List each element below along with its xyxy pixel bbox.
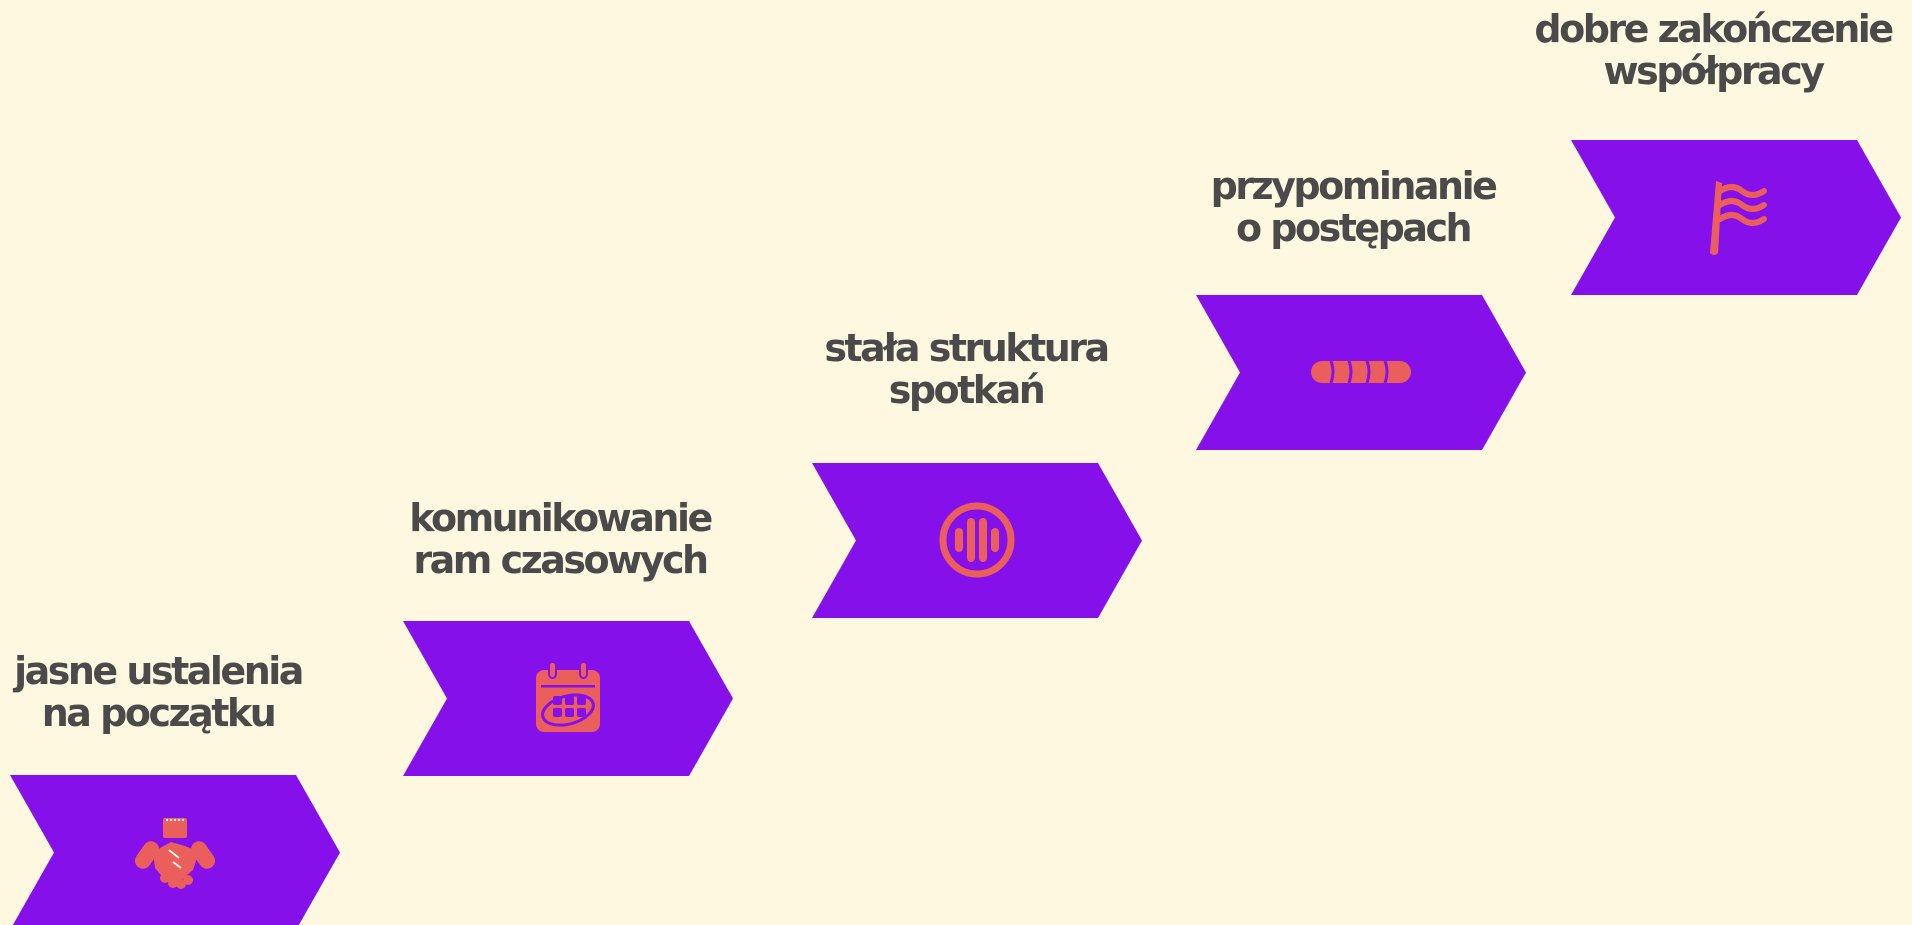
step-5-chevron xyxy=(1571,140,1901,295)
step-5-label: dobre zakończenie współpracy xyxy=(1533,7,1894,93)
round-bars-icon xyxy=(937,500,1017,580)
step-4-label: przypominanie o postępach xyxy=(1173,165,1533,249)
step-2-label-line-2: ram czasowych xyxy=(413,538,709,582)
step-2-label: komunikowanie ram czasowych xyxy=(380,497,740,581)
step-4-label-line-2: o postępach xyxy=(1235,206,1473,250)
handshake-icon xyxy=(135,812,215,892)
step-2-chevron xyxy=(403,621,733,776)
step-3-label-line-2: spotkań xyxy=(888,368,1046,412)
step-1-label-line-1: jasne ustalenia xyxy=(14,649,304,693)
progress-bar-icon xyxy=(1311,332,1411,412)
step-3-label: stała struktura spotkań xyxy=(786,327,1146,411)
step-5-label-line-2: współpracy xyxy=(1603,49,1825,93)
step-3-label-line-1: stała struktura xyxy=(824,326,1110,370)
step-2-label-line-1: komunikowanie xyxy=(409,496,713,540)
step-4-label-line-1: przypominanie xyxy=(1210,164,1498,208)
step-1-label: jasne ustalenia na początku xyxy=(0,650,338,734)
calendar-icon xyxy=(528,658,608,738)
flag-icon xyxy=(1696,177,1776,257)
step-3-chevron xyxy=(812,463,1142,618)
chevron-shape xyxy=(812,463,1142,618)
step-1-label-line-2: na początku xyxy=(41,691,277,735)
step-4-chevron xyxy=(1196,295,1526,450)
step-5-label-line-1: dobre zakończenie xyxy=(1534,7,1894,51)
step-1-chevron xyxy=(10,775,340,925)
